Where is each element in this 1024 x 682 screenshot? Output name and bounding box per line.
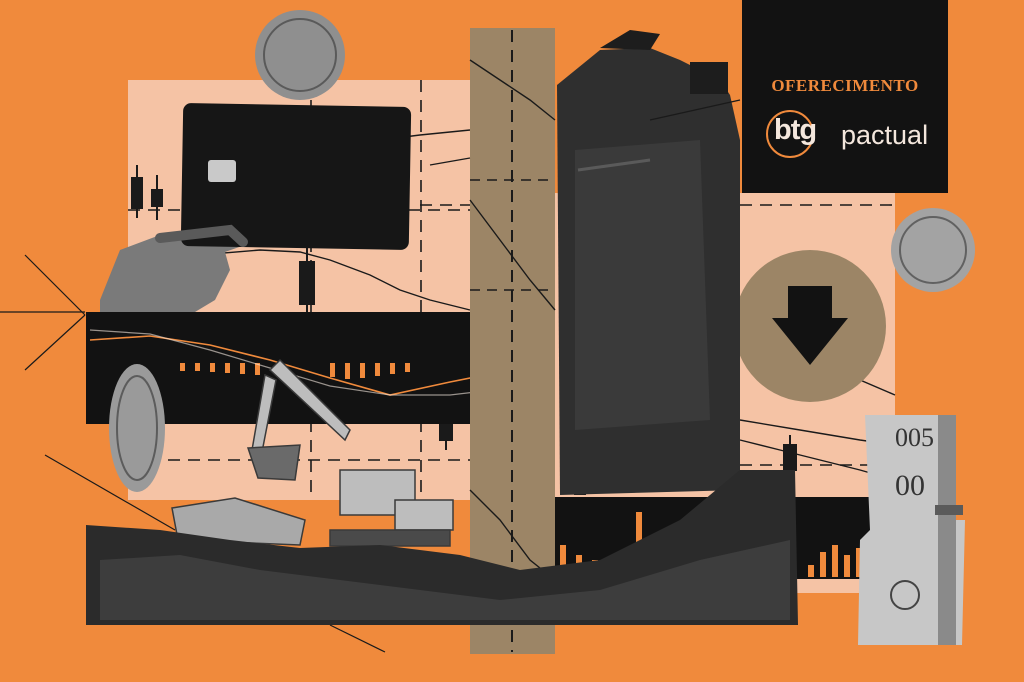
credit-card-icon: [100, 103, 412, 312]
orange-bars: [180, 363, 410, 379]
brand-suffix: pactual: [841, 120, 929, 150]
coin-icon: [109, 364, 165, 492]
coin-icon: [891, 208, 975, 292]
coin-icon: [255, 10, 345, 100]
jerrycan-icon: [557, 30, 740, 495]
excavator-icon: [246, 358, 454, 547]
btg-pactual-logo: btg pactual: [766, 110, 936, 160]
sponsor-label: OFERECIMENTO: [771, 76, 919, 95]
down-arrow-icon: [734, 250, 886, 402]
orange-line: [89, 335, 511, 396]
brand-circle-icon: [766, 110, 814, 158]
brand-prefix: btg: [774, 114, 817, 146]
banknote-roll-icon: 005 00: [858, 415, 965, 645]
sponsor-box: OFERECIMENTO btg pactual: [742, 0, 948, 193]
svg-text:00: 00: [895, 469, 925, 502]
svg-text:005: 005: [895, 423, 934, 452]
